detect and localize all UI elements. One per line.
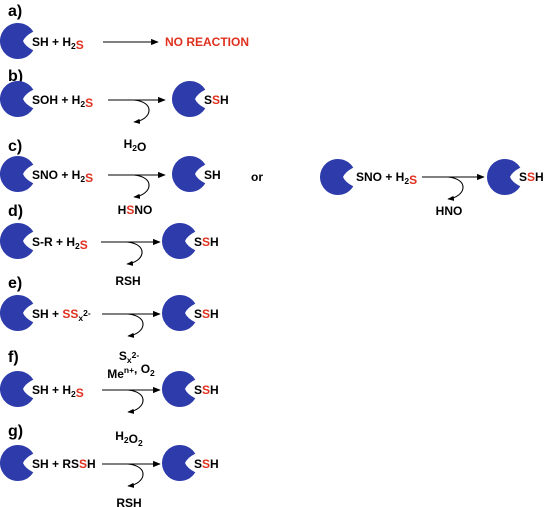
panel-g-reactant-protein-icon [0,445,34,481]
panel-f-label: f) [8,349,19,366]
panel-g-arrow-byproduct-arrow [127,463,144,488]
panel-c-or-connector: or [251,170,263,184]
panel-e-product: SSH [194,307,219,321]
panel-c-byproduct: HSNO [118,203,153,217]
panel-e-product-protein-icon [161,295,196,331]
panel-b-byproduct: H2O [124,137,147,154]
panel-e-reactants: SH + SSx2- [32,307,91,323]
panel-c-alt-byproduct: HNO [436,204,463,218]
panel-b-product: SSH [204,93,229,107]
panel-d-reactants: S-R + H2S [32,235,88,252]
panel-a-label: a) [8,3,22,20]
panel-c-product: SH [204,168,221,182]
panel-f-byproduct: H2O2 [115,429,143,448]
panel-b-product-protein-icon [171,81,206,117]
panel-c-reactant-protein-icon [0,156,34,192]
panel-b-reactant-protein-icon [0,81,34,117]
panel-e-arrow-byproduct-arrow [127,313,144,338]
panel-e-label: e) [8,275,22,292]
panel-f-reactants: SH + H2S [32,383,84,400]
panel-c-alt-product: SSH [519,170,544,184]
panel-d-product: SSH [194,235,219,249]
panel-f-product: SSH [194,383,219,397]
panel-c-arrow-byproduct-arrow [133,174,150,199]
panel-e-byproduct: Sx2- [119,349,139,365]
panel-a-reactants: SH + H2S [32,35,84,52]
panel-g-reactants: SH + RSSH [32,457,96,471]
panel-f-reactant-protein-icon [0,371,34,407]
panel-b-label: b) [8,68,23,85]
panel-f-conditions: Men+, O2 [107,362,155,381]
panel-d-byproduct: RSH [115,274,140,288]
panel-g-product: SSH [194,457,219,471]
panel-g-label: g) [8,423,23,440]
panel-b-arrow-byproduct-arrow [133,99,150,124]
panel-a-product: NO REACTION [165,35,249,49]
panel-c-alt-reactant-protein-icon [319,159,354,195]
panel-e-reactant-protein-icon [0,295,34,331]
panel-g-product-protein-icon [161,444,196,482]
panel-d-product-protein-icon [161,223,196,259]
panel-a-reactant-protein-icon [0,23,34,59]
panel-d-label: d) [8,203,23,220]
panel-c-alt-arrow-byproduct-arrow [447,176,464,201]
panel-f-product-protein-icon [161,370,196,407]
panel-c-reactants: SNO + H2S [32,168,93,185]
panel-d-arrow-byproduct-arrow [126,241,143,266]
panel-c-product-protein-icon [171,155,206,192]
panel-b-reactants: SOH + H2S [32,93,93,110]
panel-c-alt-reactants: SNO + H2S [356,170,417,187]
panel-d-reactant-protein-icon [0,223,34,259]
panel-g-byproduct: RSH [116,496,141,507]
panel-c-label: c) [8,138,22,155]
panel-c-alt-product-protein-icon [486,159,521,195]
panel-f-arrow-byproduct-arrow [127,389,144,414]
